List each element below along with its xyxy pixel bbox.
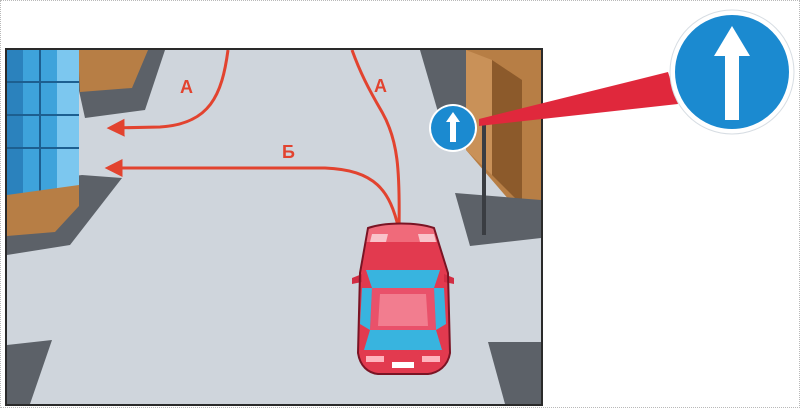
- glass-building: [7, 50, 79, 236]
- route-a-right-line: [350, 50, 401, 231]
- route-b-label: Б: [282, 142, 295, 162]
- small-straight-sign: [429, 104, 477, 152]
- route-a-right-label: А: [374, 76, 387, 96]
- sidewalk-right-bottom: [455, 193, 541, 246]
- sidewalk-bottom-right: [488, 342, 541, 404]
- route-b-line: [104, 159, 401, 231]
- route-a-left-line: [106, 50, 230, 137]
- straight-ahead-arrow-icon: [669, 9, 795, 135]
- sidewalk-bottom-left: [7, 340, 52, 404]
- red-car: [352, 222, 454, 375]
- route-a-left-label: А: [180, 77, 193, 97]
- scene-border: [5, 48, 543, 406]
- building-top-left-brown: [78, 50, 148, 92]
- sign-post: [482, 120, 486, 235]
- sidewalk-right-top: [420, 50, 470, 112]
- callout-beam: [479, 72, 678, 126]
